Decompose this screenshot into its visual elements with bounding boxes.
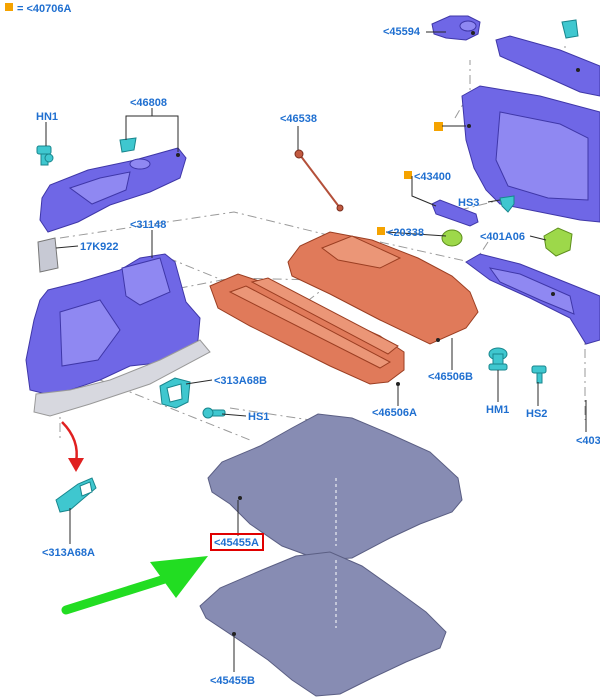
highlight-box-45455a <box>210 533 264 551</box>
label-hs1[interactable]: HS1 <box>248 411 269 423</box>
label-hm1[interactable]: HM1 <box>486 404 509 416</box>
red-arrow-head <box>68 458 84 472</box>
label-20338[interactable]: <20338 <box>387 227 424 239</box>
label-46808[interactable]: <46808 <box>130 97 167 109</box>
upper-trim-45594 <box>431 15 481 41</box>
legend-swatch <box>5 3 13 11</box>
clip-upper-right <box>561 19 580 72</box>
screw-hs1 <box>202 407 226 419</box>
label-46506b[interactable]: <46506B <box>428 371 473 383</box>
label-31148[interactable]: <31148 <box>130 219 166 231</box>
side-trim-31148 <box>25 253 211 417</box>
label-hn1[interactable]: HN1 <box>36 111 58 123</box>
liftgate-trim-panel <box>461 85 600 223</box>
leader-lines <box>45 31 587 672</box>
green-arrow <box>61 556 208 615</box>
label-313a68a[interactable]: <313A68A <box>42 547 95 559</box>
label-313a68b[interactable]: <313A68B <box>214 375 267 387</box>
marker-orange-3 <box>377 227 385 235</box>
label-45455a[interactable]: <45455A <box>214 537 259 549</box>
floor-mat-45455a <box>207 413 463 561</box>
label-17k922[interactable]: 17K922 <box>80 241 119 253</box>
floor-mat-45455b <box>199 551 447 697</box>
fastener-hm1 <box>488 347 508 371</box>
label-401a06[interactable]: <401A06 <box>480 231 525 243</box>
pad-20338 <box>441 229 463 247</box>
label-46506a[interactable]: <46506A <box>372 407 417 419</box>
scuff-plate-right <box>465 253 600 345</box>
pad-401a06 <box>543 227 573 257</box>
screw-hs2 <box>531 365 547 384</box>
label-hs3[interactable]: HS3 <box>458 197 479 209</box>
legend-text: = <40706A <box>17 3 71 15</box>
upper-trim-strip <box>495 35 600 97</box>
label-46538[interactable]: <46538 <box>280 113 317 125</box>
screw-hs3 <box>499 195 515 213</box>
load-floor-46506b <box>287 231 479 345</box>
clip-46808 <box>119 137 137 153</box>
label-45455b[interactable]: <45455B <box>210 675 255 687</box>
label-403[interactable]: <403 <box>576 435 600 447</box>
label-45594[interactable]: <45594 <box>383 26 421 38</box>
grille-17k922 <box>37 237 59 273</box>
upper-trim-panel-46808 <box>39 147 187 233</box>
rod-46538 <box>294 149 344 212</box>
marker-orange-2 <box>404 171 412 179</box>
label-43400[interactable]: <43400 <box>414 171 451 183</box>
bracket-313a68a <box>55 477 97 513</box>
label-hs2[interactable]: HS2 <box>526 408 547 420</box>
fastener-hn1 <box>36 145 54 166</box>
red-arrow <box>61 421 78 463</box>
marker-orange-1 <box>434 122 443 131</box>
bracket-313a68b <box>159 377 191 409</box>
load-floor-46506a <box>209 273 405 386</box>
strip-43400 <box>431 199 479 227</box>
part-labels: <45594 <46808 HN1 <46538 <43400 HS3 <311… <box>36 26 600 687</box>
